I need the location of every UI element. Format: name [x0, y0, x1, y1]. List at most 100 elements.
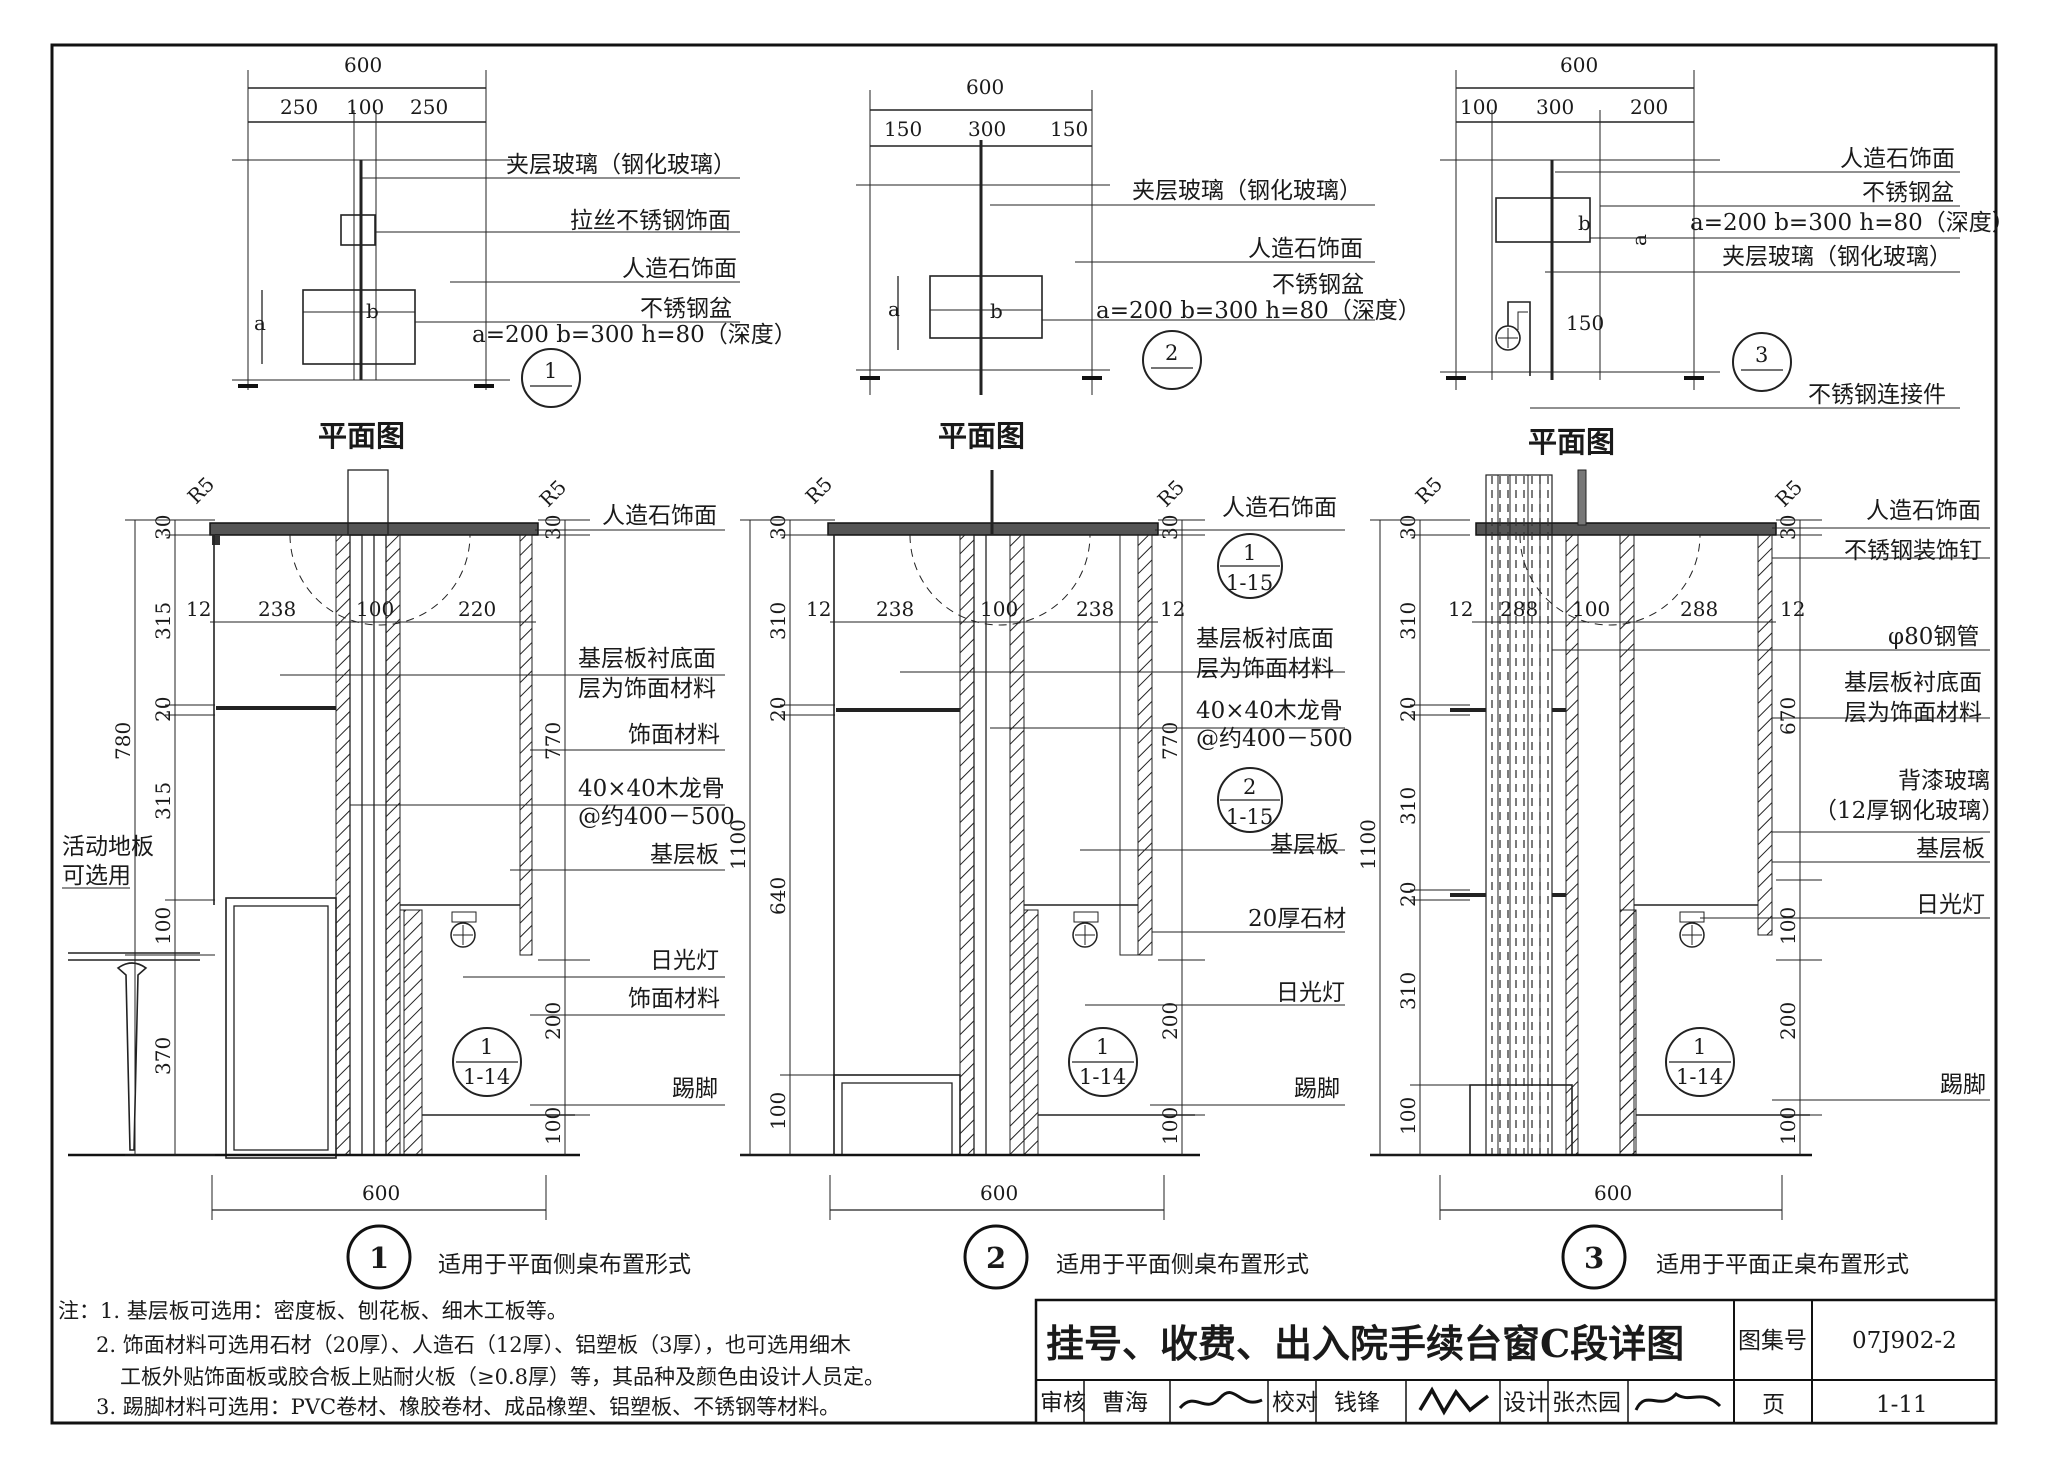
drawing-1: 600 250 100 250 a b 夹层玻璃（钢化玻璃） 拉丝不锈钢饰面 人…	[62, 53, 797, 1290]
plan1-label-size: a=200 b=300 h=80（深度）	[472, 322, 797, 348]
plan1-callout	[521, 348, 581, 408]
section2-r5-left: R5	[801, 472, 838, 509]
section3-dimr-200: 200	[1776, 1002, 1800, 1040]
section1-dim-20: 20	[151, 697, 175, 722]
section1-dims-right	[538, 519, 590, 1155]
designer-name: 张杰园	[1552, 1390, 1621, 1416]
plan1-label-basin: 不锈钢盆	[640, 296, 732, 322]
plan-view-1: 600 250 100 250 a b 夹层玻璃（钢化玻璃） 拉丝不锈钢饰面 人…	[232, 53, 797, 453]
section3-dimr-100a: 100	[1776, 907, 1800, 945]
plan3-b: b	[1578, 211, 1591, 235]
section2-bottom-dim: 600	[980, 1181, 1018, 1205]
section3-r5-right: R5	[1771, 475, 1808, 512]
section3-dim-100: 100	[1396, 1097, 1420, 1135]
section1-label-keel: 40×40木龙骨	[578, 776, 725, 802]
section2-row-100: 100	[980, 597, 1018, 621]
section3-label-light: 日光灯	[1916, 892, 1985, 918]
section3-label-stone: 人造石饰面	[1866, 498, 1981, 524]
section3-label-nail: 不锈钢装饰钉	[1844, 538, 1982, 564]
reviewer-name: 曹海	[1102, 1390, 1148, 1416]
checker-name: 钱锋	[1334, 1390, 1380, 1416]
plan3-dim-c: 200	[1630, 95, 1668, 119]
caption1-circle	[346, 1224, 412, 1290]
section3-dimr-670: 670	[1776, 697, 1800, 735]
section3-row-12a: 12	[1448, 597, 1473, 621]
section3-row-288b: 288	[1680, 597, 1718, 621]
reviewer-signature	[1178, 1391, 1263, 1410]
section3-bottom-dim: 600	[1594, 1181, 1632, 1205]
title-block: 挂号、收费、出入院手续台窗C段详图 图集号 07J902-2 审核 曹海 校对 …	[1034, 1298, 1998, 1425]
plan2-callout-num: 2	[1165, 341, 1178, 365]
section2-label-board: 基层板	[1270, 832, 1339, 858]
section1-dim-315b: 315	[151, 782, 175, 820]
plan2-title: 平面图	[938, 419, 1025, 453]
sheet-border	[50, 43, 1998, 1425]
plan2-label-basin: 不锈钢盆	[1272, 272, 1364, 298]
plan1-dim-c: 250	[410, 95, 448, 119]
plan3-leaders	[1530, 171, 1960, 409]
section3-label-board: 基层板	[1916, 836, 1985, 862]
section1-floor-1: 活动地板	[62, 834, 154, 860]
caption2-text: 适用于平面侧桌布置形式	[1056, 1252, 1309, 1278]
section1-row-238: 238	[258, 597, 296, 621]
section3-dim-20b: 20	[1396, 882, 1420, 907]
section1-dimr-30: 30	[541, 515, 565, 540]
section2-dim-310: 310	[766, 602, 790, 640]
caption3-text: 适用于平面正桌布置形式	[1656, 1252, 1909, 1278]
section1-row-100: 100	[356, 597, 394, 621]
section1-dimr-100: 100	[541, 1107, 565, 1145]
section3-row-12b: 12	[1780, 597, 1805, 621]
section1-label-skirt: 踢脚	[672, 1076, 718, 1102]
plan3-callout	[1732, 332, 1792, 392]
section1-label-finish: 饰面材料	[628, 722, 720, 748]
section3-dim-310b: 310	[1396, 787, 1420, 825]
section3-dim-310c: 310	[1396, 972, 1420, 1010]
plan1-b: b	[366, 299, 379, 323]
section1-dimr-200: 200	[541, 1002, 565, 1040]
note-2b: 工板外贴饰面板或胶合板上贴耐火板（≥0.8厚）等，其品种及颜色由设计人员定。	[120, 1365, 885, 1389]
section2-dimr-30: 30	[1158, 515, 1182, 540]
section1-light	[450, 922, 476, 948]
plan3-dim-a: 100	[1460, 95, 1498, 119]
plan1-dim-a: 250	[280, 95, 318, 119]
caption3-num: 3	[1584, 1241, 1604, 1275]
plan3-dim-150: 150	[1566, 311, 1604, 335]
section1-dims-left	[125, 519, 215, 1156]
checker-signature	[1418, 1386, 1490, 1416]
caption3-circle	[1561, 1224, 1627, 1290]
section3-dim-20a: 20	[1396, 697, 1420, 722]
section1-dimr-770: 770	[541, 722, 565, 760]
section2-label-spacing: @约400－500	[1196, 726, 1353, 752]
plan2-label-stone: 人造石饰面	[1248, 236, 1363, 262]
plan3-label-size: a=200 b=300 h=80（深度）	[1690, 210, 2015, 236]
section2-label-base1: 基层板衬底面	[1196, 626, 1334, 652]
plan2-leaders	[990, 204, 1375, 321]
section1-label-light: 日光灯	[650, 948, 719, 974]
section1-row-220: 220	[458, 597, 496, 621]
section3-label-skirt: 踢脚	[1940, 1072, 1986, 1098]
section2-label-base2: 层为饰面材料	[1196, 656, 1334, 682]
note-1: 注：1. 基层板可选用：密度板、刨花板、细木工板等。	[58, 1299, 568, 1323]
atlas-label: 图集号	[1738, 1328, 1807, 1354]
plan2-a: a	[888, 297, 900, 321]
section2-row-238b: 238	[1076, 597, 1114, 621]
section2-label-keel: 40×40木龙骨	[1196, 698, 1343, 724]
section-view-3: 30 310 20 310 20 310 100 1100 12 288 100…	[1356, 469, 2004, 1220]
section1-label-stone: 人造石饰面	[602, 503, 717, 529]
plan1-dim-total: 600	[344, 53, 382, 77]
plan1-label-glass: 夹层玻璃（钢化玻璃）	[506, 152, 736, 178]
section1-label-board: 基层板	[650, 842, 719, 868]
section3-dimr-30: 30	[1776, 515, 1800, 540]
note-2: 2. 饰面材料可选用石材（20厚）、人造石（12厚）、铝塑板（3厚），也可选用细…	[96, 1333, 851, 1357]
plan3-title: 平面图	[1528, 425, 1615, 459]
section1-dim-370: 370	[151, 1037, 175, 1075]
atlas-number: 07J902-2	[1852, 1328, 1957, 1354]
section-view-1: 30 315 20 315 100 370 780 12 238 100 220…	[62, 469, 735, 1220]
note-3: 3. 踢脚材料可选用：PVC卷材、橡胶卷材、成品橡塑、铝塑板、不锈钢等材料。	[96, 1395, 840, 1419]
section3-label-pipe: φ80钢管	[1888, 624, 1979, 650]
review-label: 审核	[1040, 1390, 1086, 1416]
section3-label-glass: 背漆玻璃	[1898, 768, 1990, 794]
section1-callout-1	[452, 1027, 522, 1097]
section3-row-288a: 288	[1500, 597, 1538, 621]
